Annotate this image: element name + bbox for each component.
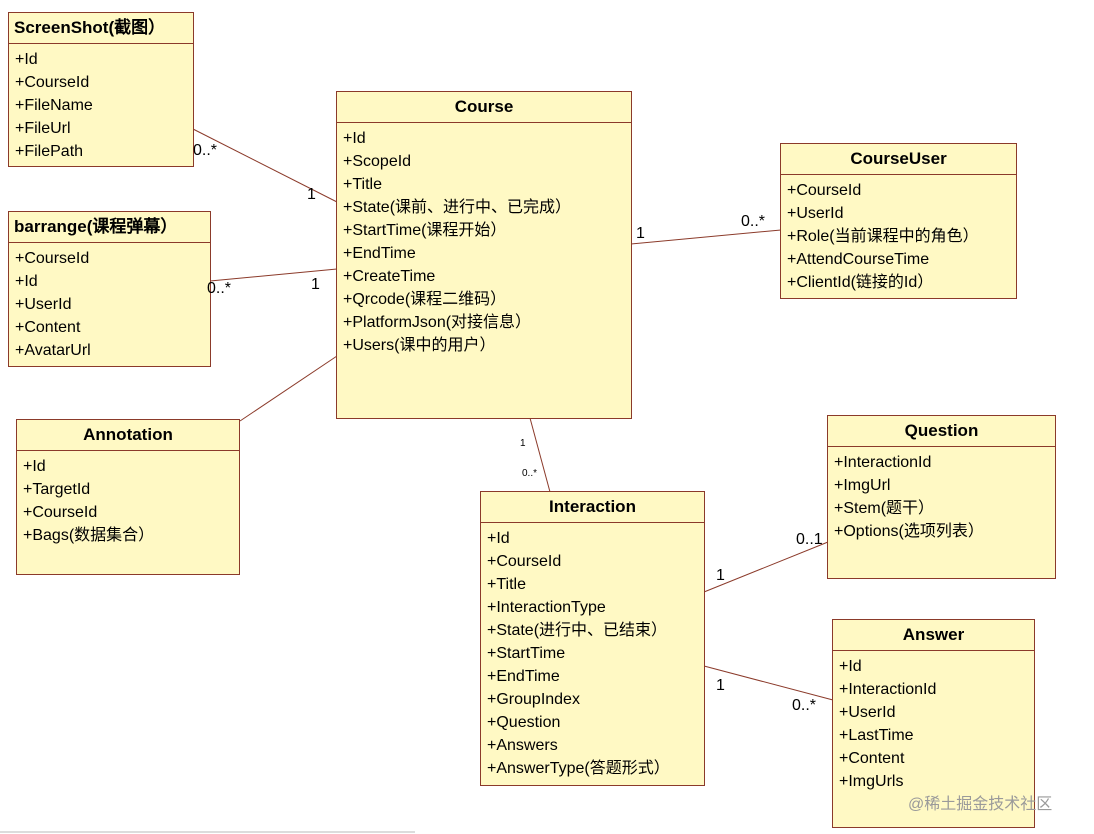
- attribute: +EndTime: [487, 668, 560, 685]
- attribute: +Answers: [487, 737, 558, 754]
- link-interaction-answer: [703, 665, 834, 701]
- attribute: +Content: [839, 750, 905, 767]
- attribute: +LastTime: [839, 727, 914, 744]
- multiplicity-label: 0..1: [796, 531, 823, 548]
- attribute: +Users(课中的用户）: [343, 337, 496, 354]
- class-title: Annotation: [17, 420, 239, 451]
- link-course-interaction: [529, 417, 551, 493]
- watermark: @稀土掘金技术社区: [908, 796, 1053, 813]
- attribute: +Options(选项列表）: [834, 523, 984, 540]
- multiplicity-label: 1: [716, 567, 725, 584]
- attribute: +Id: [15, 51, 38, 68]
- link-annotation-course: [239, 355, 338, 422]
- attribute-list: +Id +CourseId +FileName +FileUrl +FilePa…: [9, 44, 193, 163]
- attribute: +Id: [343, 130, 366, 147]
- attribute: +CreateTime: [343, 268, 436, 285]
- class-title: Course: [337, 92, 631, 123]
- attribute: +TargetId: [23, 481, 91, 498]
- multiplicity-label: 1: [520, 438, 526, 449]
- attribute-list: +CourseId +Id +UserId +Content +AvatarUr…: [9, 243, 210, 362]
- class-title: CourseUser: [781, 144, 1016, 175]
- attribute-list: +InteractionId +ImgUrl +Stem(题干） +Option…: [828, 447, 1055, 543]
- class-course[interactable]: Course +Id +ScopeId +Title +State(课前、进行中…: [336, 91, 632, 419]
- attribute-list: +CourseId +UserId +Role(当前课程中的角色） +Atten…: [781, 175, 1016, 294]
- attribute: +CourseId: [15, 250, 90, 267]
- attribute: +FileUrl: [15, 120, 71, 137]
- attribute: +InteractionType: [487, 599, 606, 616]
- attribute-list: +Id +ScopeId +Title +State(课前、进行中、已完成） +…: [337, 123, 631, 357]
- link-interaction-question: [703, 541, 829, 593]
- class-title: Question: [828, 416, 1055, 447]
- attribute: +AnswerType(答题形式）: [487, 760, 670, 777]
- multiplicity-label: 1: [307, 186, 316, 203]
- attribute: +CourseId: [15, 74, 90, 91]
- attribute: +PlatformJson(对接信息）: [343, 314, 532, 331]
- attribute: +Id: [15, 273, 38, 290]
- link-screenshot-course: [192, 128, 338, 203]
- attribute: +Qrcode(课程二维码）: [343, 291, 507, 308]
- attribute: +Stem(题干）: [834, 500, 935, 517]
- attribute: +AttendCourseTime: [787, 251, 930, 268]
- multiplicity-label: 0..*: [207, 280, 232, 297]
- attribute: +State(课前、进行中、已完成）: [343, 199, 572, 216]
- attribute: +Title: [487, 576, 526, 593]
- multiplicity-label: 0..*: [792, 697, 817, 714]
- attribute: +Title: [343, 176, 382, 193]
- attribute-list: +Id +TargetId +CourseId +Bags(数据集合）: [17, 451, 239, 547]
- attribute: +StartTime: [487, 645, 566, 662]
- attribute: +CourseId: [487, 553, 562, 570]
- class-barrange[interactable]: barrange(课程弹幕） +CourseId +Id +UserId +Co…: [8, 211, 211, 367]
- multiplicity-label: 0..*: [522, 468, 538, 479]
- attribute: +Content: [15, 319, 81, 336]
- attribute: +CourseId: [787, 182, 862, 199]
- attribute: +Role(当前课程中的角色）: [787, 228, 979, 245]
- attribute: +ScopeId: [343, 153, 412, 170]
- attribute: +UserId: [787, 205, 844, 222]
- attribute: +InteractionId: [834, 454, 932, 471]
- link-barrange-course: [209, 268, 338, 282]
- attribute-list: +Id +InteractionId +UserId +LastTime +Co…: [833, 651, 1034, 793]
- class-answer[interactable]: Answer +Id +InteractionId +UserId +LastT…: [832, 619, 1035, 828]
- multiplicity-label: 1: [716, 677, 725, 694]
- attribute: +ImgUrls: [839, 773, 904, 790]
- attribute: +Id: [839, 658, 862, 675]
- attribute: +Id: [487, 530, 510, 547]
- class-title: Answer: [833, 620, 1034, 651]
- attribute: +State(进行中、已结束）: [487, 622, 668, 639]
- attribute: +Id: [23, 458, 46, 475]
- class-title: Interaction: [481, 492, 704, 523]
- class-title: barrange(课程弹幕）: [9, 212, 210, 243]
- multiplicity-label: 1: [311, 276, 320, 293]
- attribute: +EndTime: [343, 245, 416, 262]
- class-screenshot[interactable]: ScreenShot(截图） +Id +CourseId +FileName +…: [8, 12, 194, 167]
- attribute: +ImgUrl: [834, 477, 891, 494]
- attribute: +CourseId: [23, 504, 98, 521]
- class-annotation[interactable]: Annotation +Id +TargetId +CourseId +Bags…: [16, 419, 240, 575]
- class-interaction[interactable]: Interaction +Id +CourseId +Title +Intera…: [480, 491, 705, 786]
- class-courseuser[interactable]: CourseUser +CourseId +UserId +Role(当前课程中…: [780, 143, 1017, 299]
- multiplicity-label: 0..*: [741, 213, 766, 230]
- attribute: +Question: [487, 714, 561, 731]
- multiplicity-label: 0..*: [193, 142, 218, 159]
- attribute: +GroupIndex: [487, 691, 580, 708]
- attribute-list: +Id +CourseId +Title +InteractionType +S…: [481, 523, 704, 780]
- attribute: +FileName: [15, 97, 93, 114]
- multiplicity-label: 1: [636, 225, 645, 242]
- attribute: +InteractionId: [839, 681, 937, 698]
- class-title: ScreenShot(截图）: [9, 13, 193, 44]
- link-course-courseuser: [630, 229, 782, 245]
- attribute: +AvatarUrl: [15, 342, 91, 359]
- attribute: +ClientId(链接的Id）: [787, 274, 934, 291]
- class-question[interactable]: Question +InteractionId +ImgUrl +Stem(题干…: [827, 415, 1056, 579]
- attribute: +FilePath: [15, 143, 84, 160]
- bottom-divider: [0, 831, 415, 833]
- attribute: +Bags(数据集合）: [23, 527, 155, 544]
- attribute: +StartTime(课程开始）: [343, 222, 507, 239]
- attribute: +UserId: [15, 296, 72, 313]
- attribute: +UserId: [839, 704, 896, 721]
